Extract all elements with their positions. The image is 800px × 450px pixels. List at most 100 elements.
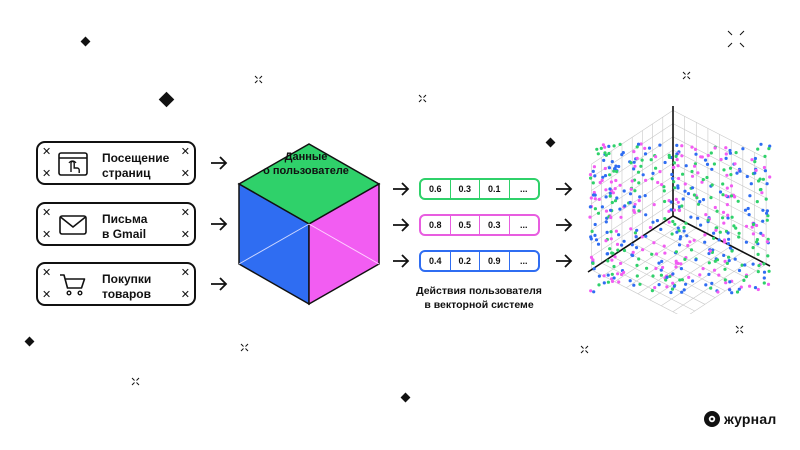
- scatter-point: [588, 215, 592, 219]
- scatter-point: [721, 182, 725, 186]
- scatter-point: [675, 158, 679, 162]
- scatter-point: [591, 169, 595, 173]
- scatter-point: [700, 180, 704, 184]
- scatter-point: [622, 270, 626, 274]
- scatter-point: [706, 218, 710, 222]
- scatter-point: [598, 180, 602, 185]
- scatter-point: [613, 199, 618, 203]
- scatter-point: [616, 248, 620, 252]
- scatter-point: [684, 282, 688, 286]
- scatter-point: [744, 240, 748, 244]
- scatter-point: [688, 240, 692, 244]
- scatter-point: [632, 205, 636, 209]
- scatter-point: [618, 183, 622, 187]
- scatter-point: [750, 225, 754, 229]
- scatter-point: [761, 177, 765, 181]
- scatter-point: [604, 220, 608, 224]
- scatter-point: [632, 150, 636, 154]
- scatter-point: [614, 229, 618, 233]
- scatter-point: [654, 166, 658, 170]
- scatter-point: [710, 167, 714, 171]
- scatter-point: [761, 219, 765, 223]
- vector-cell: 0.8: [421, 216, 451, 234]
- scatter-point: [730, 215, 734, 219]
- scatter-point: [664, 278, 668, 282]
- scatter-point: [635, 156, 639, 160]
- scatter-point: [597, 283, 601, 287]
- sparkle-decor: [418, 94, 427, 103]
- scatter-point: [618, 142, 622, 146]
- sparkle-decor: [580, 345, 589, 354]
- scatter-point: [658, 170, 662, 174]
- scatter-point: [654, 252, 659, 256]
- scatter-point: [751, 262, 755, 266]
- scatter-point: [591, 261, 595, 265]
- scatter-point: [673, 222, 677, 226]
- scatter-point: [593, 233, 597, 237]
- scatter-point: [640, 235, 644, 239]
- scatter-point: [755, 240, 759, 244]
- scatter-point: [606, 280, 610, 284]
- diamond-decor: [400, 392, 411, 403]
- scatter-point: [643, 146, 647, 150]
- scatter-point: [766, 237, 770, 241]
- corner-x-icon: ✕: [180, 229, 190, 241]
- scatter-point: [623, 204, 627, 208]
- vector-cell: 0.5: [451, 216, 480, 234]
- scatter-point: [651, 171, 655, 175]
- scatter-point: [768, 175, 772, 179]
- scatter-point: [725, 203, 729, 207]
- scatter-point: [714, 228, 718, 232]
- scatter-point: [591, 181, 595, 185]
- brand-logo: журнал: [704, 411, 776, 427]
- scatter-point: [618, 207, 622, 211]
- scatter-point: [734, 151, 738, 155]
- scatter-point: [639, 164, 643, 168]
- scatter-point: [748, 194, 752, 198]
- scatter-point: [593, 197, 597, 201]
- diamond-decor: [545, 137, 556, 148]
- scatter-point: [743, 208, 748, 212]
- scatter-point: [727, 237, 731, 241]
- corner-x-icon: ✕: [180, 207, 190, 219]
- scatter-point: [707, 261, 711, 265]
- scatter-point: [734, 226, 738, 230]
- vector-space-scatter: [587, 106, 772, 314]
- scatter-point: [696, 202, 701, 206]
- scatter-point: [595, 147, 599, 151]
- scatter-point: [634, 235, 638, 239]
- scatter-point: [713, 146, 717, 150]
- scatter-point: [758, 177, 762, 181]
- scatter-point: [764, 197, 768, 201]
- scatter-point: [672, 180, 676, 184]
- scatter-point: [755, 223, 759, 228]
- scatter-point: [593, 222, 597, 227]
- scatter-point: [613, 187, 617, 191]
- scatter-point: [718, 230, 722, 234]
- arrow-right-icon: [211, 217, 228, 231]
- scatter-point: [737, 268, 742, 273]
- scatter-point: [596, 242, 601, 246]
- scatter-point: [667, 209, 671, 213]
- scatter-point: [609, 208, 613, 212]
- scatter-point: [621, 151, 625, 155]
- sparkle-decor: [682, 71, 691, 80]
- scatter-point: [766, 214, 770, 218]
- scatter-point: [750, 158, 754, 162]
- scatter-point: [693, 162, 697, 166]
- scatter-point: [635, 263, 639, 267]
- arrow-right-icon: [211, 156, 228, 170]
- scatter-point: [602, 274, 606, 278]
- scatter-point: [641, 248, 645, 252]
- scatter-point: [698, 273, 702, 277]
- corner-x-icon: ✕: [180, 289, 190, 301]
- grid-line: [591, 149, 674, 205]
- scatter-point: [767, 147, 771, 151]
- scatter-point: [712, 231, 716, 235]
- scatter-point: [728, 148, 732, 153]
- scatter-point: [634, 246, 639, 250]
- sparkle-decor: [131, 377, 140, 386]
- scatter-point: [709, 196, 713, 200]
- scatter-point: [663, 217, 667, 221]
